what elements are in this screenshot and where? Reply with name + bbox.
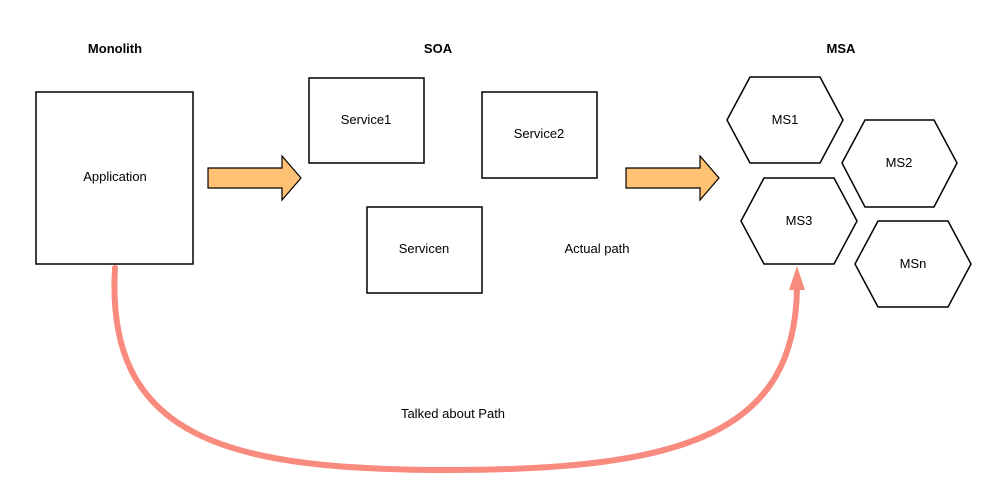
servicen-rect [366, 206, 483, 294]
service2-label: Service2 [514, 126, 565, 141]
block-arrow-soa-to-msa [625, 154, 720, 202]
heading-soa: SOA [424, 41, 453, 56]
application-label: Application [83, 169, 147, 184]
talked-about-path-label: Talked about Path [401, 406, 505, 421]
talked-about-path-arrowhead [789, 266, 805, 290]
ms2-shape [841, 119, 958, 208]
heading-monolith: Monolith [88, 41, 142, 56]
servicen-box: Servicen [366, 206, 483, 294]
application-box: Application [35, 91, 194, 265]
actual-path-label: Actual path [564, 241, 629, 256]
ms1-hexagon: MS1 [726, 76, 844, 164]
ms3-label: MS3 [786, 213, 813, 228]
service1-box: Service1 [308, 77, 425, 164]
msn-label: MSn [900, 256, 927, 271]
servicen-label: Servicen [399, 241, 450, 256]
ms2-hexagon: MS2 [841, 119, 958, 208]
ms2-label: MS2 [886, 155, 913, 170]
heading-msa: MSA [827, 41, 857, 56]
application-rect [35, 91, 194, 265]
ms3-hexagon: MS3 [740, 177, 858, 265]
service2-rect [481, 91, 598, 179]
block-arrow-monolith-to-soa [207, 154, 302, 202]
msn-shape [854, 220, 972, 308]
service2-box: Service2 [481, 91, 598, 179]
talked-about-path-curve [111, 265, 800, 474]
service1-label: Service1 [341, 112, 392, 127]
ms1-shape [726, 76, 844, 164]
msn-hexagon: MSn [854, 220, 972, 308]
ms1-label: MS1 [772, 112, 799, 127]
ms3-shape [740, 177, 858, 265]
service1-rect [308, 77, 425, 164]
